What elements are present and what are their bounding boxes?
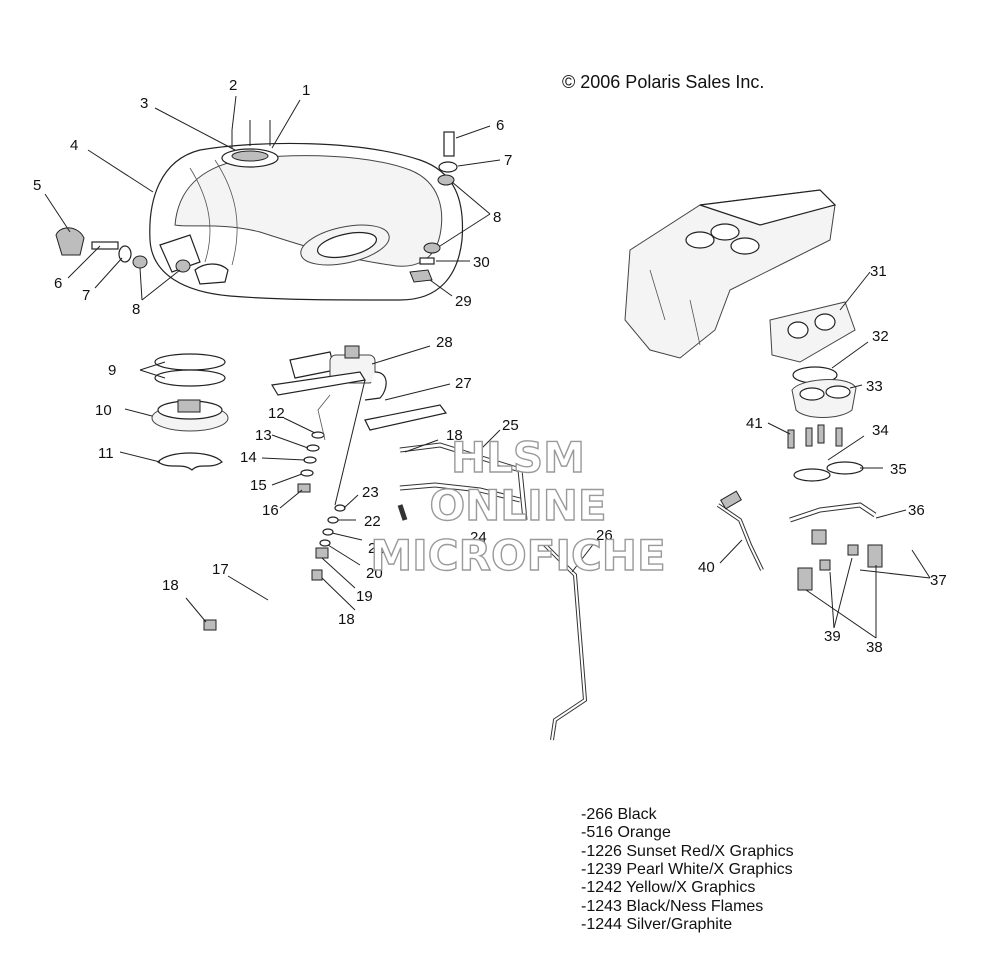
callout-41: 41 [746, 415, 763, 432]
callout-33: 33 [866, 378, 883, 395]
legend-item: -1243 Black/Ness Flames [581, 898, 763, 915]
callout-7-left: 7 [82, 287, 90, 304]
legend-item: -1239 Pearl White/X Graphics [581, 861, 793, 878]
callout-26: 26 [596, 527, 613, 544]
airbox-drawing [624, 189, 931, 639]
color-code-legend: -266 Black -516 Orange -1226 Sunset Red/… [581, 806, 794, 933]
watermark-line-1: HLSM [451, 433, 585, 482]
callout-22: 22 [364, 513, 381, 530]
callout-30: 30 [473, 254, 490, 271]
callout-24: 24 [470, 529, 487, 546]
legend-item: -516 Orange [581, 824, 671, 841]
tank-leaders [44, 95, 501, 301]
callout-12: 12 [268, 405, 285, 422]
callout-28: 28 [436, 334, 453, 351]
callout-9: 9 [108, 362, 116, 379]
callout-7-right: 7 [504, 152, 512, 169]
legend-item: -1226 Sunset Red/X Graphics [581, 843, 794, 860]
watermark-line-3: MICROFICHE [370, 531, 665, 580]
callout-27: 27 [455, 375, 472, 392]
callout-29: 29 [455, 293, 472, 310]
fuel-tank-drawing [149, 120, 464, 301]
callout-6-right: 6 [496, 117, 504, 134]
callout-6-left: 6 [54, 275, 62, 292]
callout-8-left: 8 [132, 301, 140, 318]
callout-18-lower: 18 [162, 577, 179, 594]
copyright-text: © 2006 Polaris Sales Inc. [562, 72, 764, 92]
callout-17: 17 [212, 561, 229, 578]
mount-hardware-right [409, 131, 458, 283]
pump-ring-parts [119, 353, 325, 509]
legend-item: -1244 Silver/Graphite [581, 916, 732, 933]
callout-31: 31 [870, 263, 887, 280]
callout-11: 11 [98, 445, 114, 462]
callout-40: 40 [698, 559, 715, 576]
callout-4: 4 [70, 137, 78, 154]
fuel-lines [185, 379, 596, 741]
callout-32: 32 [872, 328, 889, 345]
callout-21: 21 [368, 540, 385, 557]
callout-25: 25 [502, 417, 519, 434]
callout-34: 34 [872, 422, 889, 439]
fuel-pump-assembly [271, 345, 451, 441]
callout-37: 37 [930, 572, 947, 589]
legend-item: -1242 Yellow/X Graphics [581, 879, 755, 896]
callout-5: 5 [33, 177, 41, 194]
callout-19: 19 [356, 588, 373, 605]
legend-item: -266 Black [581, 806, 658, 823]
callout-20: 20 [366, 565, 383, 582]
callout-23: 23 [362, 484, 379, 501]
callout-8-right: 8 [493, 209, 501, 226]
callout-39: 39 [824, 628, 841, 645]
callout-labels: 1 2 3 4 5 6 7 8 6 7 8 9 10 11 12 13 14 1… [33, 77, 947, 656]
mount-hardware-left [55, 227, 191, 273]
callout-1: 1 [302, 82, 310, 99]
callout-14: 14 [240, 449, 257, 466]
callout-36: 36 [908, 502, 925, 519]
callout-10: 10 [95, 402, 112, 419]
callout-38: 38 [866, 639, 883, 656]
callout-2: 2 [229, 77, 237, 94]
callout-13: 13 [255, 427, 272, 444]
callout-35: 35 [890, 461, 907, 478]
callout-18-upper: 18 [446, 427, 463, 444]
watermark-line-2: ONLINE [429, 481, 606, 530]
callout-18-pipe: 18 [338, 611, 355, 628]
callout-16: 16 [262, 502, 279, 519]
watermark: HLSM ONLINE MICROFICHE [370, 432, 667, 580]
callout-3: 3 [140, 95, 148, 112]
callout-15: 15 [250, 477, 267, 494]
